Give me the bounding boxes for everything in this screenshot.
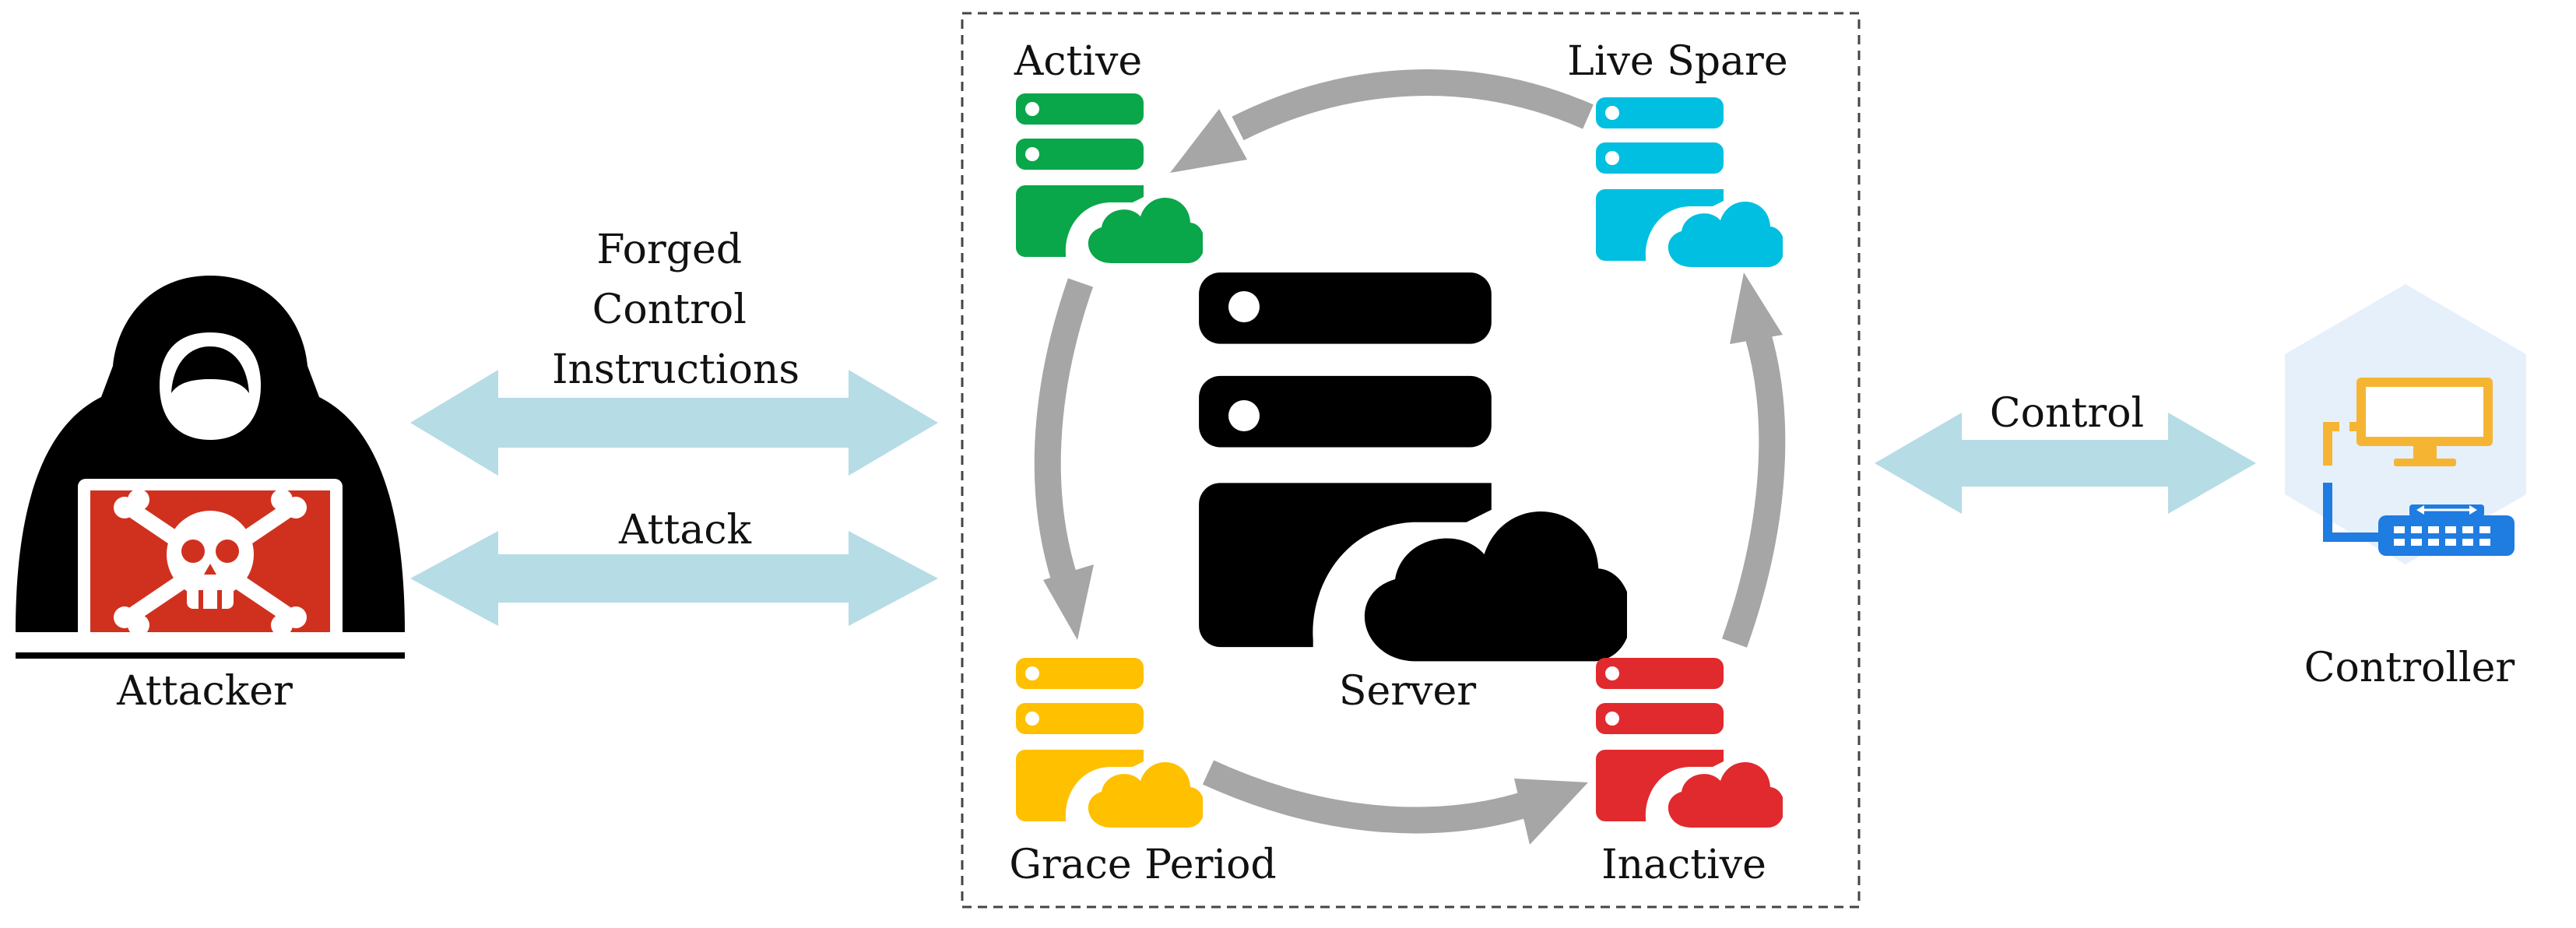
cycle-arrowhead-inactive [1514, 779, 1588, 845]
inactive-label: Inactive [1601, 842, 1766, 888]
active-label: Active [1014, 38, 1142, 85]
controller-network-icon [2323, 378, 2514, 556]
control-link: Control [1875, 390, 2256, 514]
forged-control-line-3: Instructions [552, 346, 800, 393]
inactive-server-icon [1596, 658, 1783, 828]
control-label: Control [1990, 390, 2144, 437]
controller: Controller [2285, 284, 2526, 691]
state-live-spare: Live Spare [1567, 38, 1788, 267]
state-grace-period: Grace Period [1009, 658, 1277, 888]
cycle-arrow-inactive-to-live-spare [1721, 331, 1786, 648]
forged-control-line-1: Forged [596, 227, 742, 273]
forged-control-line-2: Control [592, 286, 747, 333]
attacker: Attacker [16, 276, 405, 715]
attack-link: Attack [410, 507, 938, 626]
state-inactive: Inactive [1596, 658, 1783, 888]
forged-control-link: Forged Control Instructions [410, 227, 938, 476]
cycle-arrowhead-active [1170, 109, 1247, 173]
attacker-label: Attacker [116, 668, 293, 715]
cycle-arrow-active-to-grace [1034, 278, 1094, 596]
live-spare-label: Live Spare [1567, 38, 1787, 85]
state-cycle-arrows [1034, 69, 1786, 845]
controller-label: Controller [2304, 645, 2515, 691]
grace-period-label: Grace Period [1009, 842, 1276, 888]
cycle-arrowhead-live-spare [1730, 272, 1783, 344]
cycle-arrow-grace-to-inactive [1202, 760, 1538, 834]
cycle-arrowhead-grace [1043, 564, 1094, 640]
cycle-arrow-live-spare-to-active [1232, 69, 1594, 141]
active-server-icon [1016, 93, 1203, 263]
forged-control-arrow [410, 370, 938, 476]
attack-arrow [410, 531, 938, 626]
server-cloud-icon [1199, 272, 1627, 662]
central-server: Server [1199, 272, 1627, 715]
hooded-attacker-icon [16, 276, 405, 659]
live-spare-server-icon [1596, 97, 1783, 267]
forged-control-label: Forged Control Instructions [552, 227, 800, 393]
server-label: Server [1339, 668, 1476, 715]
attack-label: Attack [618, 507, 752, 554]
server-boundary [961, 12, 1861, 909]
control-arrow [1875, 413, 2256, 514]
state-active: Active [1014, 38, 1203, 263]
grace-period-server-icon [1016, 658, 1203, 828]
